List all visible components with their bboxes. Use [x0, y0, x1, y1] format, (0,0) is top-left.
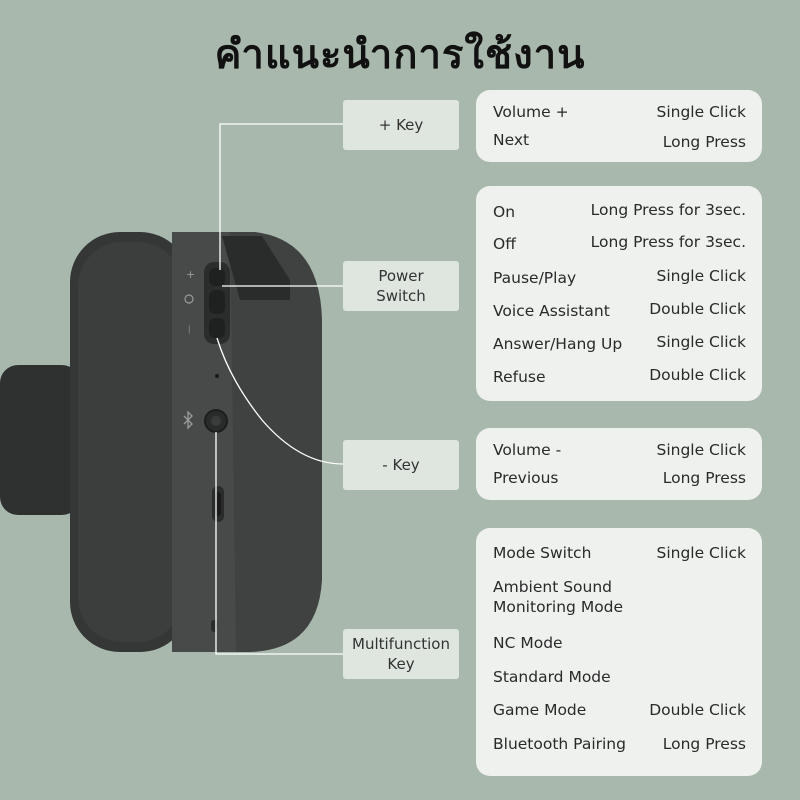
minus-key-panel: Volume - Single Click Previous Long Pres…: [476, 428, 762, 500]
list-item: On Long Press for 3sec.: [493, 201, 746, 221]
list-item: Voice Assistant Double Click: [493, 300, 746, 320]
plus-key-panel: Volume + Single Click Next Long Press: [476, 90, 762, 162]
list-item: Refuse Double Click: [493, 366, 746, 386]
mic-hole: [215, 374, 219, 378]
list-item: Volume + Single Click: [493, 103, 746, 121]
list-item: Off Long Press for 3sec.: [493, 233, 746, 253]
plus-mark: +: [186, 268, 195, 281]
multifunction-key-panel: Mode Switch Single Click Ambient Sound M…: [476, 528, 762, 776]
list-item: NC Mode: [493, 634, 563, 652]
power-button: [209, 290, 225, 314]
power-switch-label: Power Switch: [343, 261, 459, 311]
list-item: Game Mode Double Click: [493, 701, 746, 719]
plus-button: [209, 268, 225, 286]
list-item: Mode Switch Single Click: [493, 544, 746, 562]
list-item: Previous Long Press: [493, 469, 746, 487]
headband: [0, 365, 80, 515]
minus-key-label: - Key: [343, 440, 459, 490]
page-title: คำแนะนำการใช้งาน: [214, 32, 586, 78]
list-item: Pause/Play Single Click: [493, 267, 746, 287]
minus-key-connector: [216, 337, 344, 465]
power-switch-panel: On Long Press for 3sec. Off Long Press f…: [476, 186, 762, 401]
multifunction-key-label: Multifunction Key: [343, 629, 459, 679]
multifunction-connector: [215, 432, 343, 655]
bluetooth-icon: [183, 410, 193, 430]
plus-key-label: + Key: [343, 100, 459, 150]
power-mark: [184, 294, 194, 304]
list-item: Bluetooth Pairing Long Press: [493, 735, 746, 753]
list-item: Next Long Press: [493, 131, 746, 151]
plus-key-connector: [219, 123, 343, 270]
minus-mark: —: [184, 325, 194, 334]
list-item: Standard Mode: [493, 668, 611, 686]
list-item: Ambient Sound Monitoring Mode: [493, 578, 624, 616]
list-item: Volume - Single Click: [493, 441, 746, 459]
list-item: Answer/Hang Up Single Click: [493, 333, 746, 353]
minus-button: [209, 318, 225, 338]
